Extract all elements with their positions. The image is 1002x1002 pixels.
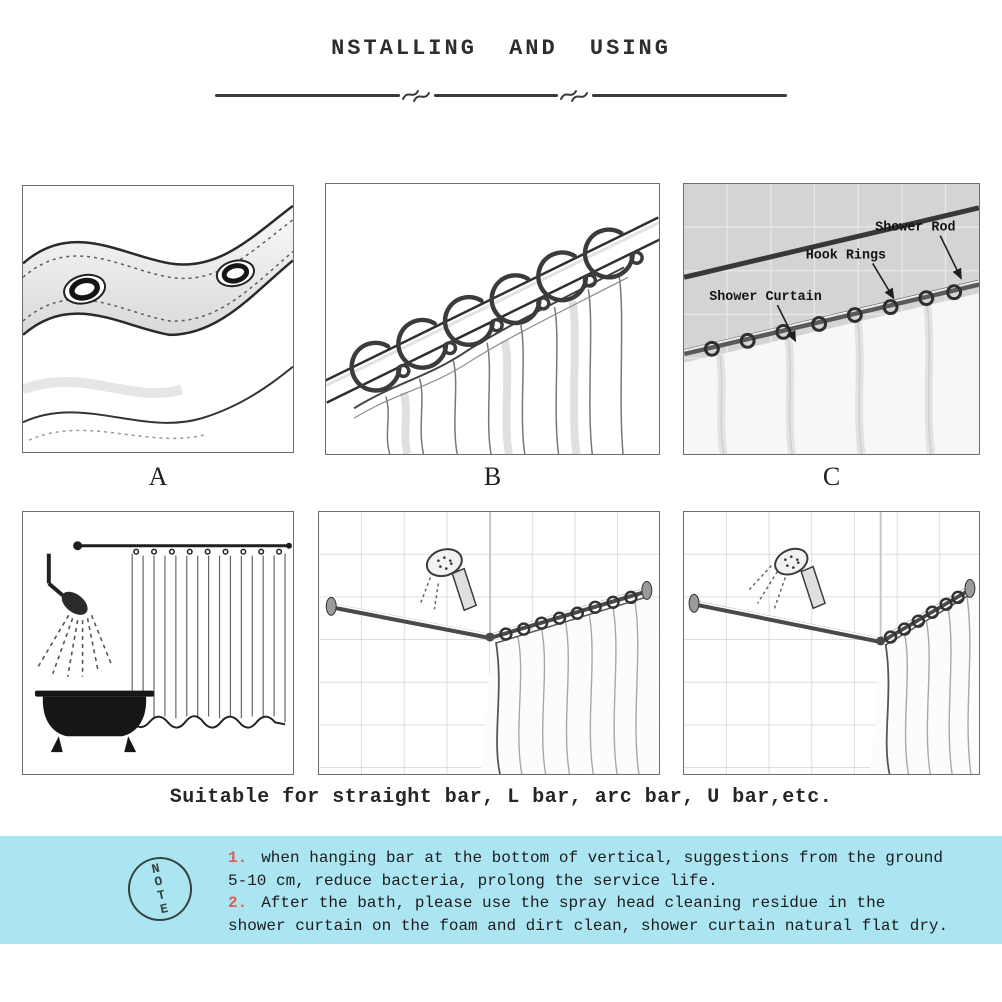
panel-e-corner-rod-scene	[318, 511, 660, 775]
divider-line	[592, 93, 787, 97]
shower-head-icon	[46, 553, 88, 615]
note-item-text: After the bath, please use the spray hea…	[228, 894, 949, 936]
water-spray-icon	[747, 565, 787, 612]
note-box: N O T E 1.when hanging bar at the bottom…	[0, 836, 1002, 944]
decorative-divider	[215, 86, 787, 104]
note-item: 1.when hanging bar at the bottom of vert…	[228, 847, 950, 892]
water-spray-icon	[419, 577, 440, 610]
suitable-text: Suitable for straight bar, L bar, arc ba…	[169, 786, 833, 809]
grommet-icon	[215, 259, 255, 288]
divider-line	[215, 93, 400, 97]
corner-rod-icon	[688, 578, 976, 646]
bathtub-icon	[34, 690, 155, 753]
panel-a-grommet-closeup	[22, 185, 294, 453]
grommet-icon	[63, 273, 107, 305]
shower-curtain-label: Shower Curtain	[709, 290, 822, 305]
note-item-number: 1.	[228, 849, 248, 867]
shower-rod-label: Shower Rod	[875, 221, 955, 236]
hook-ring-icons	[883, 590, 965, 644]
note-text: 1.when hanging bar at the bottom of vert…	[228, 847, 950, 938]
divider-ornament-icon	[401, 90, 430, 102]
note-stamp: N O T E	[122, 851, 198, 927]
panel-f-corner-rod-scene	[683, 511, 980, 775]
note-item: 2.After the bath, please use the spray h…	[228, 892, 950, 937]
shower-head-icon	[774, 547, 826, 610]
hook-ring-icons	[703, 284, 963, 357]
hook-ring-icons	[499, 590, 638, 641]
bathtub-shower-illustration	[34, 541, 292, 753]
note-item-number: 2.	[228, 894, 248, 913]
shower-head-icon	[425, 548, 478, 612]
water-spray-icon	[36, 614, 114, 677]
page-title: NSTALLING AND USING	[331, 36, 671, 61]
corner-rod-illustration-2	[684, 512, 979, 774]
corner-rod-illustration-1	[319, 512, 659, 774]
note-item-text: when hanging bar at the bottom of vertic…	[228, 849, 943, 890]
panel-label-c: C	[822, 462, 841, 491]
divider-line	[433, 93, 559, 97]
note-stamp-letter: E	[158, 900, 170, 917]
divider-ornament-icon	[560, 90, 589, 102]
labeled-parts-illustration: Shower Rod Hook Rings Shower Curtain	[684, 184, 979, 454]
panel-d-bathtub-scene	[22, 511, 294, 775]
panel-c-labeled-parts: Shower Rod Hook Rings Shower Curtain	[683, 183, 980, 455]
grommet-curtain-illustration	[23, 204, 293, 441]
panel-label-b: B	[483, 462, 502, 491]
panel-b-hook-rings	[325, 183, 660, 455]
panel-label-a: A	[148, 462, 168, 491]
striped-curtain-icon	[131, 548, 286, 729]
corner-rod-icon	[325, 580, 653, 642]
hook-rings-illustration	[326, 216, 659, 454]
hook-rings-label: Hook Rings	[806, 248, 886, 263]
curtain-icon	[480, 595, 659, 774]
